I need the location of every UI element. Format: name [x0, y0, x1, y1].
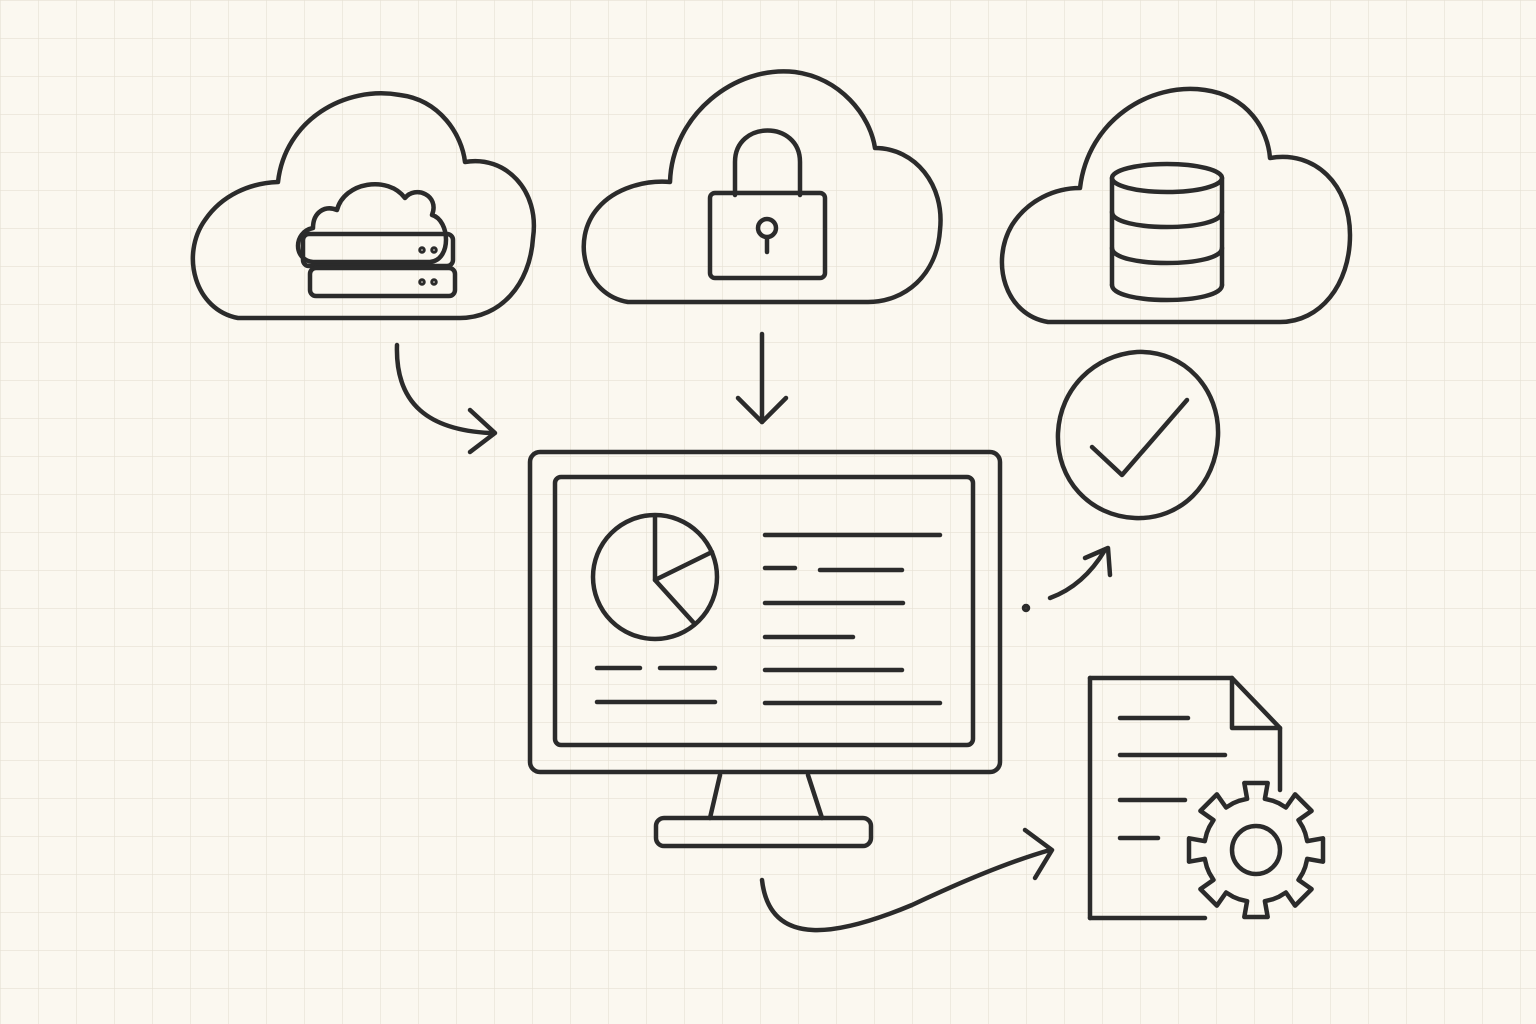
database-icon [1109, 161, 1225, 303]
server-led [430, 278, 438, 286]
cloud-database-node [999, 86, 1353, 325]
cloud-outline [999, 86, 1353, 325]
arrow-line [759, 847, 1053, 933]
monitor-base [653, 815, 874, 849]
arrow-monitor-to-check [1021, 545, 1113, 613]
document-folded-corner [1229, 675, 1283, 731]
server-led [418, 278, 426, 286]
arrowhead [1082, 545, 1113, 578]
database-ring [1109, 209, 1225, 230]
cloud-security-node [581, 69, 943, 305]
mini-cloud-outline [295, 182, 449, 265]
monitor-bezel [527, 449, 1003, 775]
cloud-outline [190, 91, 537, 321]
arrow-dot [1021, 603, 1031, 613]
dashboard-monitor-node [527, 449, 1003, 849]
gear-icon [1186, 780, 1326, 920]
arrowhead [1022, 827, 1055, 881]
document-text-lines [1117, 715, 1228, 841]
monitor-neck [707, 772, 825, 821]
checkmark-icon [1089, 397, 1190, 478]
cloud-server-node [190, 91, 537, 321]
server-led [430, 246, 438, 254]
server-led [418, 246, 426, 254]
gear-hub [1229, 823, 1283, 877]
arrow-server-to-monitor [394, 342, 498, 455]
padlock-icon [707, 128, 828, 281]
arrow-line [1047, 547, 1108, 601]
arrow-line [394, 342, 493, 436]
screen-text-lines [594, 532, 943, 706]
cloud-outline [581, 69, 943, 305]
arrowhead [735, 395, 789, 425]
server-rack-bottom [307, 265, 458, 299]
gear-outline [1186, 780, 1326, 920]
database-bottom [1109, 282, 1225, 303]
arrow-monitor-to-document [759, 827, 1055, 933]
pie-chart-slice [652, 577, 696, 625]
status-check-node [1055, 349, 1221, 521]
arrow-security-to-monitor [735, 331, 789, 425]
config-document-node [1087, 675, 1326, 921]
database-ring [1109, 245, 1225, 266]
arrowhead [467, 407, 498, 455]
monitor-screen [552, 474, 976, 748]
padlock-body [707, 190, 828, 281]
server-icon [295, 182, 458, 299]
pie-chart-icon [590, 512, 720, 642]
padlock-shackle [732, 128, 803, 198]
check-circle-outline [1055, 349, 1221, 521]
